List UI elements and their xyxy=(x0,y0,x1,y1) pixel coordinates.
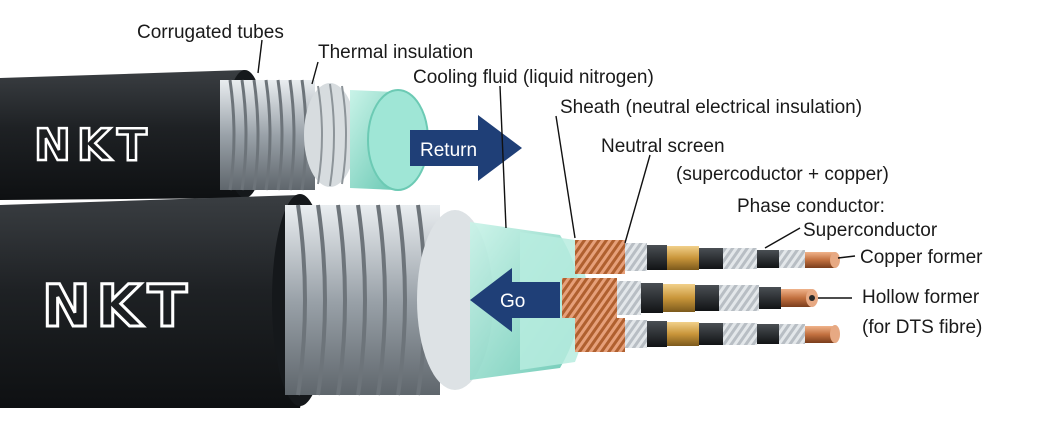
upper-thermal-insulation xyxy=(304,83,356,187)
phase-core-middle xyxy=(562,278,818,318)
upper-corrugated-tube xyxy=(220,79,315,191)
label-superconductor: Superconductor xyxy=(803,220,938,241)
label-cooling-fluid: Cooling fluid (liquid nitrogen) xyxy=(413,67,654,88)
return-arrow: Return xyxy=(410,115,522,181)
lower-corrugated-tube xyxy=(285,204,440,396)
hollow-former-bore xyxy=(809,295,815,301)
label-neutral-screen-detail: (supercoductor + copper) xyxy=(676,164,889,185)
phase-core-top xyxy=(575,240,840,274)
phase-core-bottom xyxy=(575,318,840,352)
label-corrugated-tubes: Corrugated tubes xyxy=(137,22,284,43)
phase-cores xyxy=(562,240,840,352)
go-arrow: Go xyxy=(470,268,560,332)
return-label: Return xyxy=(420,140,477,161)
labels: Corrugated tubes Thermal insulation Cool… xyxy=(137,22,983,338)
label-dts-fibre: (for DTS fibre) xyxy=(862,317,982,338)
leader-lines xyxy=(257,39,856,299)
brand-logo-upper: NKT xyxy=(34,120,153,171)
upper-cable: NKT xyxy=(0,70,429,200)
go-label: Go xyxy=(500,291,525,312)
brand-logo-lower: NKT xyxy=(42,272,193,340)
label-neutral-screen: Neutral screen xyxy=(601,136,725,157)
label-hollow-former: Hollow former xyxy=(862,287,980,308)
label-thermal-insulation: Thermal insulation xyxy=(318,42,473,63)
label-sheath: Sheath (neutral electrical insulation) xyxy=(560,97,862,118)
label-phase-conductor: Phase conductor: xyxy=(737,196,885,217)
label-copper-former: Copper former xyxy=(860,247,983,268)
